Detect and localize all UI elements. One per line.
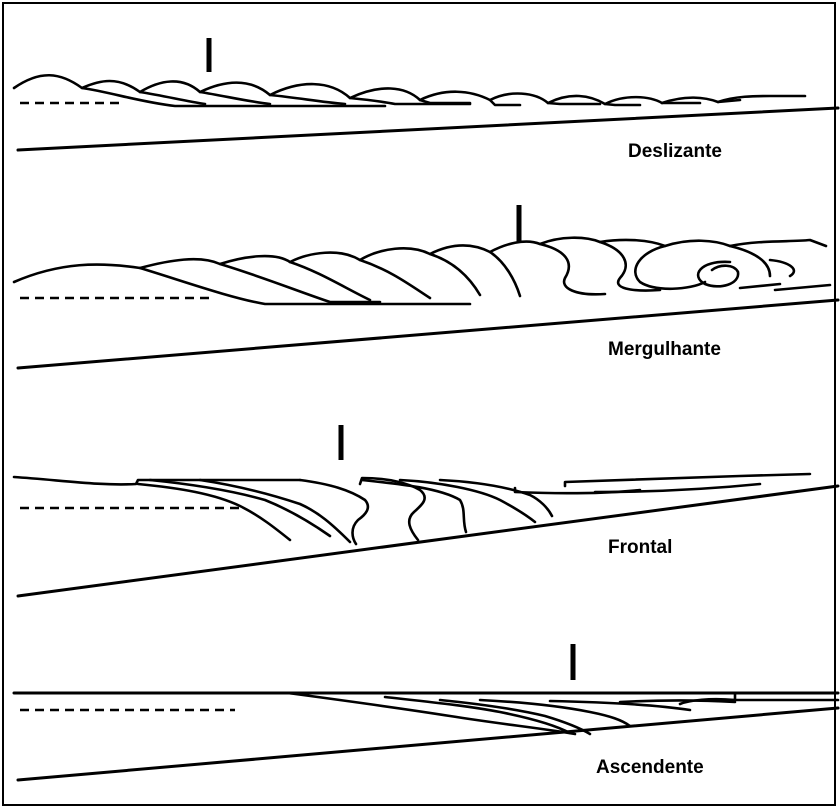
panel-deslizante: Deslizante bbox=[14, 38, 838, 162]
wave-profiles bbox=[288, 693, 838, 734]
wave-profiles bbox=[14, 238, 830, 304]
wave-profiles bbox=[14, 75, 805, 106]
seabed-line bbox=[18, 486, 838, 596]
panel-label: Frontal bbox=[608, 537, 672, 558]
panel-frontal: Frontal bbox=[14, 425, 838, 596]
panel-mergulhante: Mergulhante bbox=[14, 205, 838, 368]
panel-label: Ascendente bbox=[596, 757, 704, 778]
seabed-line bbox=[18, 708, 838, 780]
panel-ascendente: Ascendente bbox=[14, 644, 838, 780]
panel-label: Mergulhante bbox=[608, 339, 721, 360]
panel-label: Deslizante bbox=[628, 141, 722, 162]
